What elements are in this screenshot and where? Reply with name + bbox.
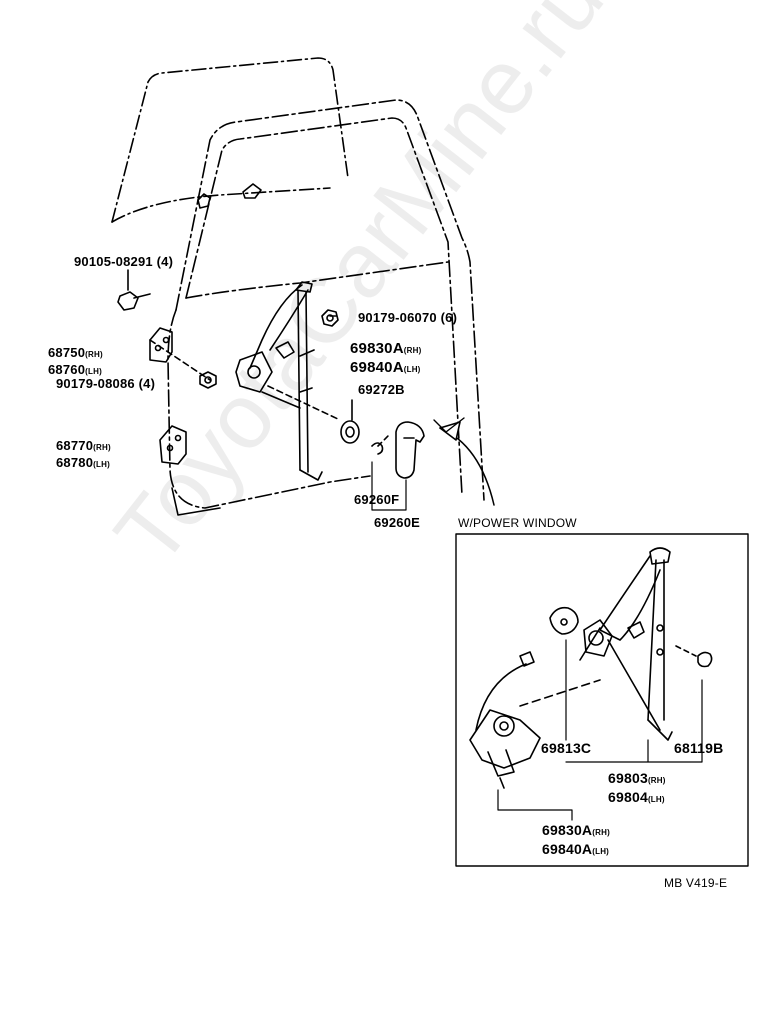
bush-68119B [675,645,713,668]
part-number-lh: 69804 [608,789,648,805]
label-inset-motor: 69830A(RH) 69840A(LH) [542,822,610,860]
rh-suffix: (RH) [647,776,666,785]
label-bolt-90105: 90105-08291 (4) [74,254,173,269]
inset-leaders [497,639,703,821]
part-number: 90179-06070 [358,310,437,325]
door-panel-lower-edge [171,487,221,516]
label-lower-hinge: 68770(RH) 68780(LH) [56,438,111,472]
glass-clip-2 [242,183,262,199]
part-number-lh: 68760 [48,362,86,377]
rh-suffix: (RH) [592,828,610,837]
window-motor [469,651,601,789]
label-upper-hinge: 68750(RH) 68760(LH) [48,345,103,379]
lower-hinge-68770 [159,425,187,465]
lh-suffix: (LH) [93,460,110,469]
quantity: (4) [156,254,174,269]
part-number-lh: 68780 [56,455,94,470]
door-glass-outline [111,57,349,223]
part-number: 90105-08291 [74,254,153,269]
label-clip-69260F: 69260F [354,492,400,507]
bolt-90105 [117,269,151,311]
lh-suffix: (LH) [85,367,102,376]
rh-suffix: (RH) [403,346,422,355]
label-nut-90179-06070: 90179-06070 (6) [358,310,457,325]
label-cushion-69272B: 69272B [358,382,405,397]
lh-suffix: (LH) [403,365,421,374]
diagram-code: MB V419-E [664,876,728,890]
part-number-rh: 68750 [48,345,86,360]
quantity: (6) [440,310,458,325]
clip-69260F [371,442,384,455]
label-inset-regulator: 69803(RH) 69804(LH) [608,770,666,808]
label-handle-69260E: 69260E [374,515,421,530]
part-number-rh: 68770 [56,438,94,453]
nut-90179-08086 [199,371,217,389]
power-regulator-assembly [579,547,673,741]
part-number: 90179-08086 [56,376,135,391]
manual-regulator-assembly [235,281,323,481]
rh-suffix: (RH) [93,443,111,452]
lh-suffix: (LH) [647,795,665,804]
door-panel-outline [167,309,371,509]
part-number-lh: 69840A [542,841,593,857]
door-frame-outer [175,99,485,501]
leader-clip-handle [371,461,407,511]
cushion-69272B [340,399,360,444]
power-window-inset-frame [455,533,749,867]
door-frame-inner [185,117,463,496]
label-bush-68119B: 68119B [674,740,724,756]
upper-hinge-68750 [149,327,173,363]
leader-regulator-dashes [149,315,341,421]
quantity: (4) [138,376,156,391]
lh-suffix: (LH) [592,847,610,856]
part-number-lh: 69840A [350,359,404,376]
part-number-rh: 69830A [542,822,593,838]
glass-clip-1 [197,193,211,209]
door-belt-line [185,261,449,299]
inset-title: W/POWER WINDOW [458,516,577,530]
gear-69813C [549,606,579,635]
label-nut-90179-08086: 90179-08086 (4) [56,376,155,391]
label-gear-69813C: 69813C [541,740,592,756]
part-number-rh: 69830A [350,340,404,357]
door-glass-bottom [111,187,331,223]
inset-pointer-arrow [433,417,495,506]
rh-suffix: (RH) [85,350,103,359]
nut-90179-06070 [321,309,339,327]
leader-handle [377,435,389,447]
label-regulator: 69830A(RH) 69840A(LH) [350,340,421,378]
handle-69260E [395,421,425,479]
part-number-rh: 69803 [608,770,648,786]
